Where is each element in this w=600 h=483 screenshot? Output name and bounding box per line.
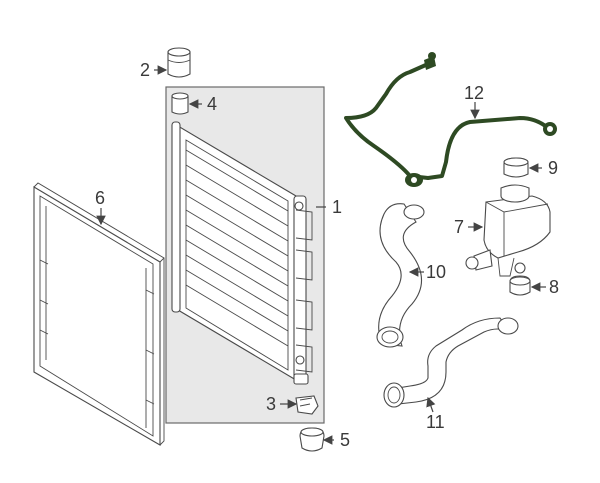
part-7-expansion-tank <box>465 184 551 277</box>
callout-4: 4 <box>207 94 217 114</box>
part-6-fan-shroud <box>33 182 165 446</box>
part-4-bushing <box>171 92 189 115</box>
part-12-vent-hose <box>344 52 557 187</box>
part-10-upper-hose <box>376 203 425 348</box>
callout-6: 6 <box>95 188 105 208</box>
callout-9: 9 <box>548 158 558 178</box>
callout-11: 11 <box>426 412 445 432</box>
part-3-bracket <box>295 395 319 415</box>
callout-1: 1 <box>332 197 342 217</box>
part-11-lower-hose <box>383 317 519 408</box>
part-2-cap <box>167 47 191 78</box>
callout-2: 2 <box>140 60 150 80</box>
leader-lines <box>96 65 546 445</box>
callout-7: 7 <box>454 217 464 237</box>
callout-8: 8 <box>549 277 559 297</box>
callout-12: 12 <box>464 83 484 103</box>
callout-3: 3 <box>266 394 276 414</box>
part-9-cap <box>503 157 529 178</box>
callout-10: 10 <box>426 262 446 282</box>
callout-5: 5 <box>340 430 350 450</box>
part-5-mount <box>299 427 325 452</box>
part-8-grommet <box>509 275 531 296</box>
part-1-radiator <box>171 121 313 385</box>
